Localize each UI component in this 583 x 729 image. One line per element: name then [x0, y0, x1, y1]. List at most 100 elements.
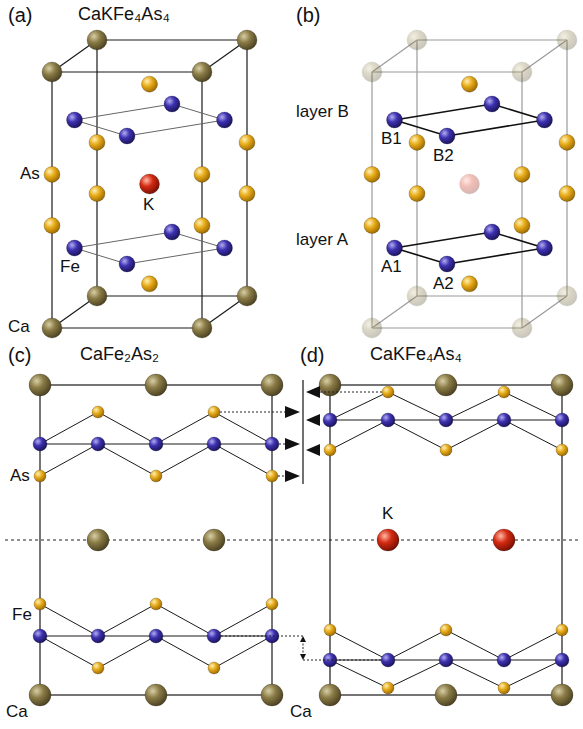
cell-outline	[40, 385, 272, 695]
fe-as-bond	[214, 604, 272, 636]
atom-sphere	[239, 186, 255, 202]
fe-as-bond	[40, 604, 98, 636]
arrow-head	[285, 438, 300, 450]
atom-label: Ca	[6, 703, 28, 722]
atom-sphere	[439, 653, 453, 667]
atom-sphere	[382, 386, 394, 398]
atom-sphere	[87, 529, 109, 551]
atom-sphere	[34, 470, 46, 482]
atom-sphere	[142, 76, 158, 92]
atom-sphere	[323, 413, 337, 427]
atom-sphere	[194, 166, 210, 182]
arrow-head	[306, 444, 320, 456]
cell-edge	[52, 71, 202, 72]
cell-outline	[330, 385, 562, 695]
atom-sphere	[555, 653, 569, 667]
panel-letter: (c)	[8, 344, 31, 366]
atom-sphere	[194, 218, 210, 234]
fe-as-bond	[98, 412, 156, 444]
atom-sphere	[87, 286, 107, 306]
atom-sphere	[559, 134, 575, 150]
atom-sphere	[462, 276, 478, 292]
arrow-head	[300, 654, 306, 660]
atom-sphere	[44, 166, 60, 182]
atom-sphere	[89, 186, 105, 202]
cell-edge	[97, 39, 247, 40]
arrow-head	[306, 414, 320, 426]
atom-sphere	[484, 96, 500, 112]
atom-sphere	[119, 256, 135, 272]
atom-sphere	[462, 76, 478, 92]
site-label: A1	[381, 258, 402, 277]
fe-as-bond	[214, 412, 272, 444]
atom-sphere	[409, 134, 425, 150]
cell-edge	[417, 39, 567, 40]
atom-sphere	[362, 62, 382, 82]
arrow-head	[285, 470, 300, 482]
formula-title: CaKFe₄As₄	[78, 5, 170, 25]
cell-edge	[371, 72, 372, 328]
atom-sphere	[261, 374, 283, 396]
fe-as-bond	[446, 392, 504, 420]
atom-sphere	[203, 529, 225, 551]
panel-letter: (b)	[296, 4, 320, 26]
cell-edge	[51, 72, 52, 328]
atom-sphere	[29, 374, 51, 396]
atom-sphere	[208, 406, 220, 418]
atom-sphere	[381, 653, 395, 667]
atom-sphere	[207, 437, 221, 451]
fe-as-bond	[330, 392, 388, 420]
atom-sphere	[556, 444, 568, 456]
atom-sphere	[409, 186, 425, 202]
atom-sphere	[440, 624, 452, 636]
atom-sphere	[435, 374, 457, 396]
fe-as-bond	[330, 420, 388, 450]
atom-sphere	[142, 276, 158, 292]
atom-sphere	[537, 112, 553, 128]
atom-label: As	[20, 165, 40, 184]
atom-sphere	[407, 286, 427, 306]
formula-title: CaFe₂As₂	[80, 345, 159, 365]
atom-sphere	[364, 166, 380, 182]
atom-sphere	[150, 598, 162, 610]
atom-sphere	[237, 30, 257, 50]
atom-sphere	[145, 374, 167, 396]
fe-as-bond	[446, 660, 504, 688]
cell-edge	[372, 71, 522, 72]
dotted-leader	[303, 640, 304, 656]
fe-as-bond	[98, 604, 156, 636]
atom-sphere	[556, 624, 568, 636]
fe-square	[75, 104, 225, 136]
atom-sphere	[460, 174, 480, 194]
fe-as-bond	[156, 604, 214, 636]
fe-as-bond	[330, 630, 388, 660]
atom-sphere	[33, 629, 47, 643]
atom-sphere	[89, 134, 105, 150]
fe-as-bond	[214, 444, 272, 476]
fe-as-bond	[446, 630, 504, 660]
cell-edge	[372, 327, 522, 328]
site-label: B1	[381, 130, 402, 149]
cell-edge	[201, 72, 202, 328]
atom-sphere	[377, 529, 399, 551]
atom-sphere	[164, 224, 180, 240]
arrow-head	[300, 636, 306, 642]
atom-sphere	[559, 186, 575, 202]
cell-edge	[97, 295, 247, 296]
atom-label: K	[143, 196, 154, 215]
atom-sphere	[29, 684, 51, 706]
atom-sphere	[514, 166, 530, 182]
atom-sphere	[551, 684, 573, 706]
atom-sphere	[149, 437, 163, 451]
dotted-leader	[220, 412, 285, 413]
fe-as-bond	[40, 636, 98, 668]
cell-edge	[416, 40, 417, 296]
fe-as-bond	[388, 630, 446, 660]
fe-as-bond	[214, 636, 272, 668]
atom-sphere	[498, 386, 510, 398]
atom-sphere	[439, 256, 455, 272]
atom-sphere	[239, 134, 255, 150]
cell-edge	[417, 295, 567, 296]
